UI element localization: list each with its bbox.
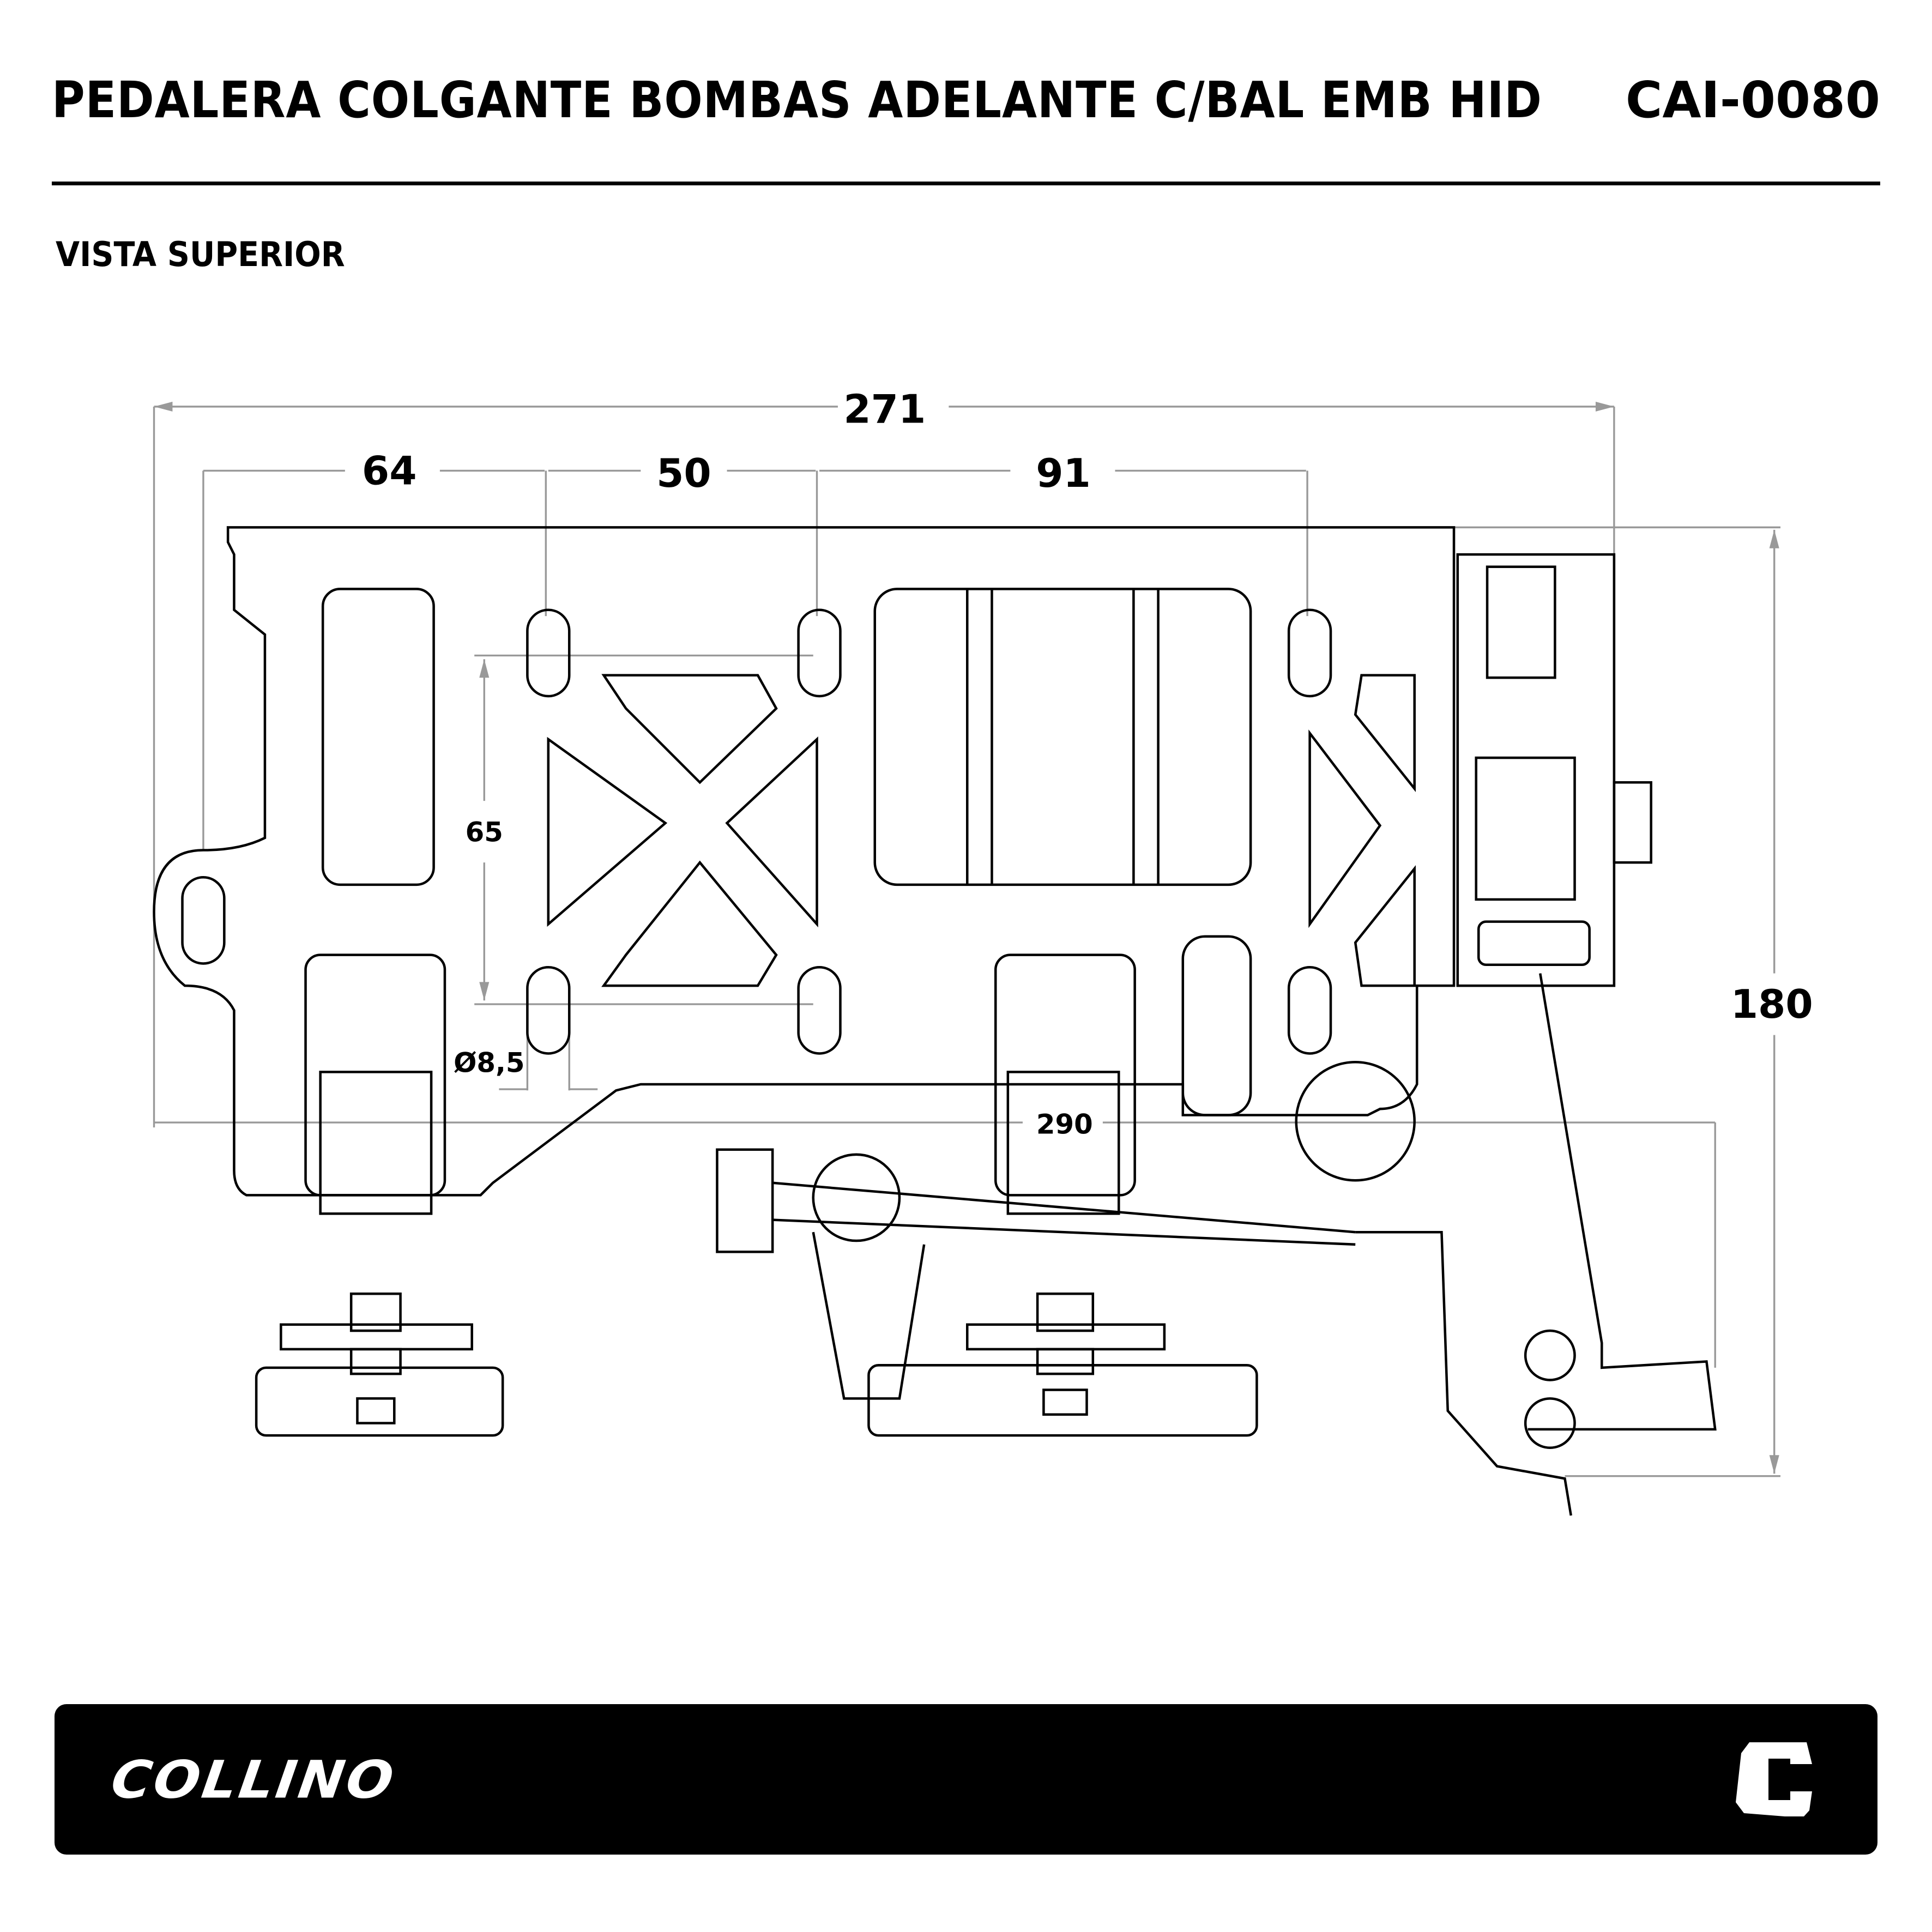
brand-mark-icon	[1736, 1742, 1812, 1816]
drawing-title: PEDALERA COLGANTE BOMBAS ADELANTE C/BAL …	[52, 71, 1542, 129]
dimension-arrows	[154, 401, 1779, 1474]
dim-64: 64	[362, 448, 417, 494]
header-divider	[52, 182, 1880, 185]
dim-50: 50	[656, 451, 711, 497]
dim-height: 180	[1731, 982, 1813, 1028]
part-code: CAI-0080	[1625, 71, 1880, 129]
clutch-pedal-right	[1295, 553, 1717, 1516]
view-label: VISTA SUPERIOR	[56, 234, 345, 274]
pedal-left	[255, 953, 504, 1437]
plate-outline	[153, 526, 1456, 1197]
dim-total-length: 290	[1036, 1108, 1093, 1140]
dim-slot-spacing: 65	[466, 817, 503, 848]
dim-hole-diameter: Ø8,5	[454, 1047, 524, 1078]
brand-logo: COLLINO	[107, 1749, 400, 1810]
footer-banner: COLLINO	[55, 1704, 1877, 1855]
dim-overall-width: 271	[843, 387, 926, 432]
dim-91: 91	[1036, 451, 1091, 497]
pedal-center	[716, 953, 1356, 1437]
